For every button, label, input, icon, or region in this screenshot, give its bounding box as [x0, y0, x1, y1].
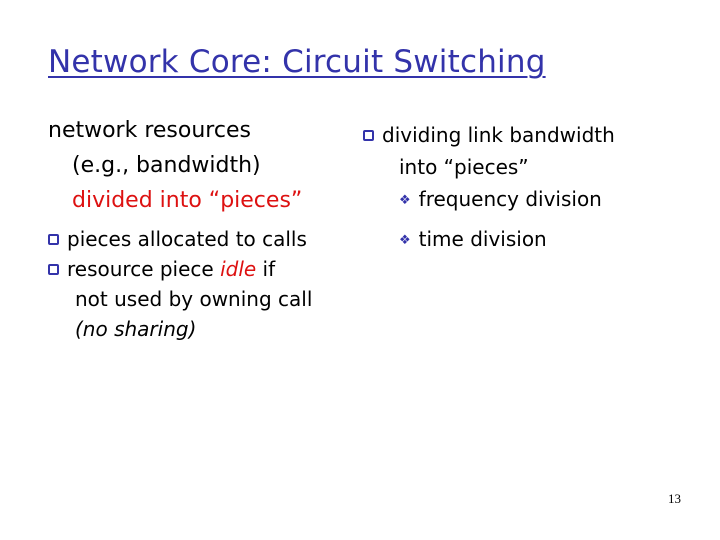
left-column: network resources (e.g., bandwidth) divi… — [48, 113, 368, 344]
diamond-bullet-icon: ❖ — [399, 233, 411, 248]
diamond-bullet-icon: ❖ — [399, 193, 411, 208]
sub-list-item-text: time division — [418, 227, 547, 251]
text-segment: if — [256, 257, 276, 281]
list-item-text: resource piece idle if — [67, 254, 275, 284]
sub-list-item: ❖ time division — [363, 221, 703, 261]
list-item-continuation: into “pieces” — [399, 155, 529, 179]
list-item-continuation: (no sharing) — [48, 314, 368, 344]
page-number: 13 — [668, 491, 681, 506]
idle-highlight: idle — [220, 257, 257, 281]
list-item-text: dividing link bandwidth — [382, 123, 615, 147]
intro-line: (e.g., bandwidth) — [72, 153, 261, 178]
square-bullet-icon — [48, 234, 59, 245]
no-sharing-note: (no sharing) — [75, 317, 197, 341]
square-bullet-icon — [48, 264, 59, 275]
list-item: dividing link bandwidth — [363, 117, 703, 153]
square-bullet-icon — [363, 130, 374, 141]
list-item: pieces allocated to calls — [48, 224, 368, 254]
list-item-continuation: not used by owning call — [75, 287, 313, 311]
right-column: dividing link bandwidth into “pieces” ❖ … — [363, 117, 703, 261]
intro-line: network resources — [48, 118, 251, 143]
bullet-list: pieces allocated to calls resource piece… — [48, 224, 368, 344]
sub-list-item-text: frequency division — [418, 187, 602, 211]
sub-list-item: ❖ frequency division — [363, 181, 703, 221]
list-item: resource piece idle if — [48, 254, 368, 284]
list-item-text: pieces allocated to calls — [67, 227, 307, 251]
text-segment: resource piece — [67, 257, 221, 281]
slide-title: Network Core: Circuit Switching — [48, 44, 546, 80]
intro-highlight-line: divided into “pieces” — [72, 188, 303, 213]
